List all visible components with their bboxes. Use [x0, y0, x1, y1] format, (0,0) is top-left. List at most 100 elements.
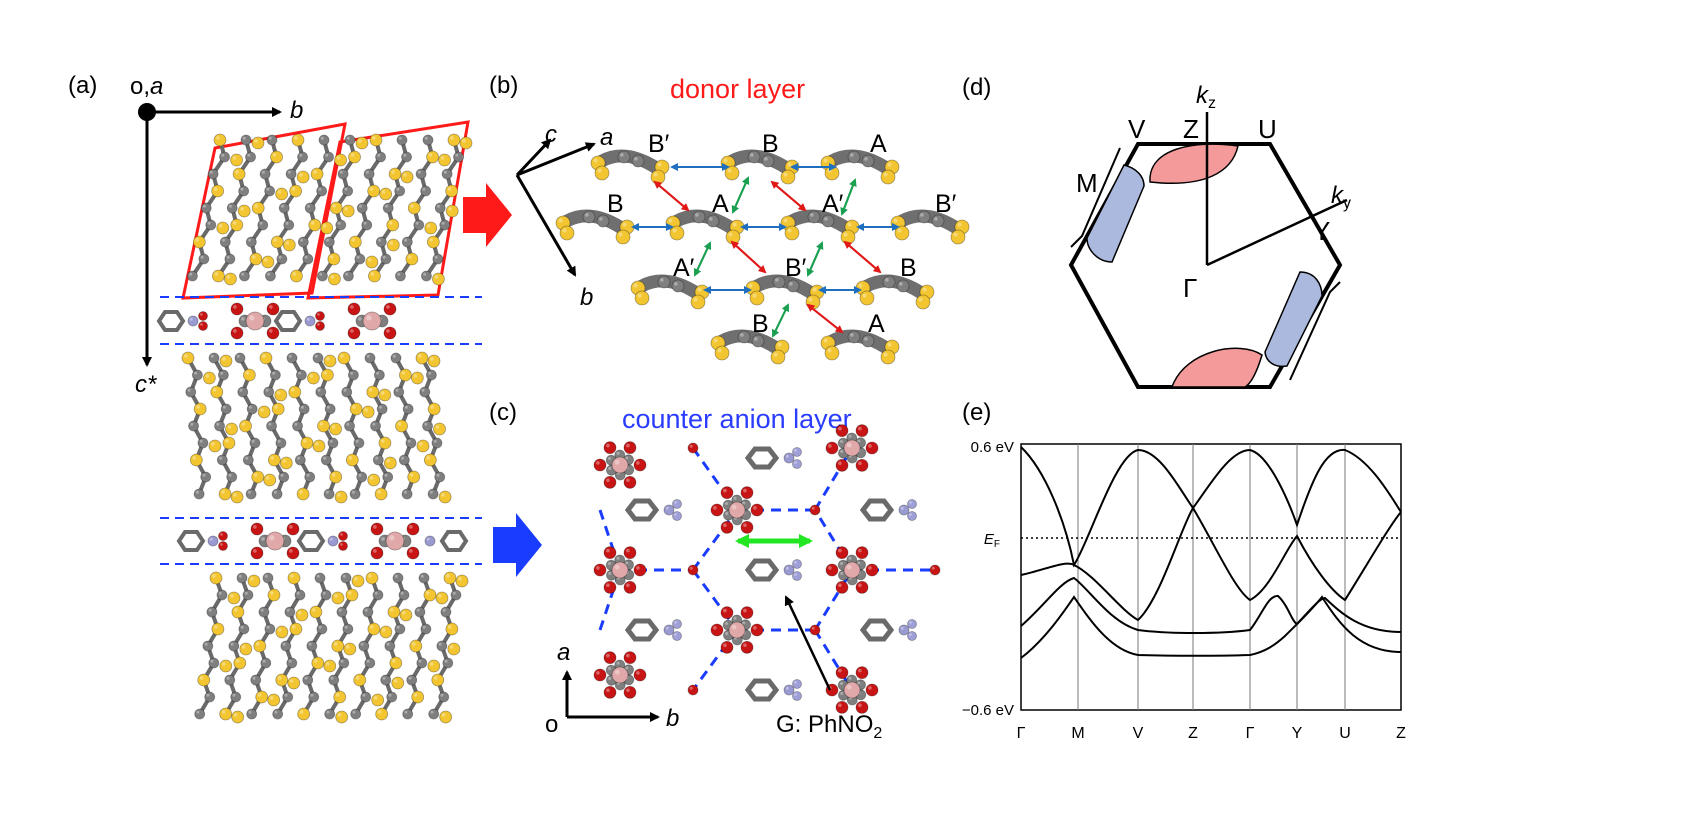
sulfur-atom-highlight — [218, 224, 223, 228]
sulfur-atom-highlight — [633, 283, 638, 288]
oxygen-atom — [907, 499, 917, 509]
sulfur-atom-highlight — [184, 354, 188, 358]
oxygen-atom-highlight — [350, 305, 354, 309]
oxygen-atom — [865, 441, 879, 455]
carbon-atom-highlight — [278, 255, 282, 259]
carbon-atom-highlight — [740, 333, 744, 337]
carbon-atom-highlight — [261, 537, 265, 541]
carbon-atom-highlight — [850, 333, 854, 337]
sulfur-atom — [181, 351, 195, 365]
sulfur-atom — [438, 490, 452, 504]
oxygen-atom — [825, 563, 839, 577]
carbon-atom — [393, 386, 405, 398]
oxygen-atom-highlight — [253, 525, 257, 529]
carbon-atom — [706, 214, 720, 228]
carbon-atom-highlight — [850, 153, 854, 157]
carbon-atom-highlight — [345, 272, 349, 276]
sulfur-atom-highlight — [331, 425, 336, 429]
axis-b-label: b — [580, 284, 593, 311]
sulfur-atom — [424, 221, 438, 235]
sulfur-atom-highlight — [233, 713, 238, 717]
sulfur-atom-highlight — [449, 645, 454, 649]
sulfur-atom-highlight — [391, 170, 395, 174]
nitrogen-atom — [783, 684, 795, 696]
carbon-atom-highlight — [241, 272, 245, 276]
anion-layer-title: counter anion layer — [622, 404, 852, 434]
sulfur-atom — [409, 639, 423, 653]
sulfur-atom-highlight — [418, 354, 422, 358]
sulfur-atom — [400, 170, 414, 184]
sulfur-atom-highlight — [377, 490, 381, 494]
donor-molecule-body — [860, 274, 930, 301]
oxygen-atom-highlight — [289, 525, 293, 529]
bz-face-edge — [1289, 281, 1341, 381]
sulfur-atom-highlight — [277, 628, 282, 632]
sulfur-atom — [594, 165, 610, 181]
carbon-atom-highlight — [397, 272, 401, 276]
carbon-atom — [882, 275, 896, 289]
carbon-atom — [314, 572, 326, 584]
carbon-atom — [453, 151, 464, 163]
carbon-atom — [202, 640, 214, 652]
sulfur-atom-highlight — [221, 662, 226, 666]
sulfur-atom — [399, 608, 413, 622]
sulfur-atom — [231, 710, 245, 724]
sulfur-atom — [824, 165, 840, 181]
sulfur-atom — [374, 487, 388, 501]
sulfur-atom — [282, 238, 296, 252]
sulfur-atom-highlight — [773, 352, 778, 357]
sulfur-atom — [275, 187, 289, 201]
sulfur-atom — [331, 639, 345, 653]
carbon-atom — [386, 691, 398, 703]
carbon-atom — [375, 236, 387, 248]
sulfur-atom-highlight — [212, 388, 217, 392]
carbon-atom-highlight — [280, 473, 284, 477]
carbon-atom-highlight — [789, 282, 793, 286]
carbon-atom — [395, 270, 406, 282]
carbon-atom — [821, 214, 835, 228]
sulfur-atom — [323, 354, 337, 368]
sulfur-atom-highlight — [441, 493, 445, 497]
sulfur-atom-highlight — [369, 625, 374, 629]
sulfur-atom-highlight — [393, 679, 398, 683]
carbon-atom — [219, 236, 231, 248]
carbon-atom-highlight — [236, 354, 240, 358]
carbon-atom-highlight — [634, 157, 638, 161]
bz-point-U: U — [1258, 114, 1277, 144]
carbon-atom-highlight — [325, 490, 329, 494]
sulfur-atom — [219, 354, 233, 368]
carbon-atom — [786, 279, 800, 293]
oxygen-atom-highlight — [909, 621, 912, 624]
molecule-label: B — [762, 130, 779, 158]
oxygen-atom-highlight — [858, 583, 862, 588]
oxygen-atom-highlight — [909, 633, 912, 636]
sulfur-atom-highlight — [232, 221, 237, 225]
carbon-atom — [671, 279, 685, 293]
carbon-atom-highlight — [455, 153, 459, 157]
molecule-label: A — [868, 310, 885, 338]
sulfur-atom — [455, 574, 469, 588]
sulfur-atom — [341, 204, 355, 218]
carbon-atom — [364, 352, 376, 364]
sulfur-atom — [416, 439, 430, 453]
sulfur-atom-highlight — [812, 287, 817, 292]
sulfur-atom-highlight — [447, 187, 452, 191]
carbon-atom — [312, 352, 324, 364]
carbon-atom-highlight — [202, 204, 206, 208]
oxygen-atom — [672, 619, 682, 629]
sulfur-atom-highlight — [313, 659, 318, 663]
benzene-ring — [176, 530, 206, 552]
carbon-atom — [380, 253, 392, 265]
sulfur-atom-highlight — [783, 172, 788, 177]
bz-point-Z: Z — [1183, 114, 1199, 144]
sulfur-atom — [343, 642, 357, 656]
nitrogen-atom — [327, 535, 339, 547]
oxygen-atom-highlight — [200, 323, 203, 326]
oxygen-atom — [603, 651, 617, 665]
carbon-atom — [284, 606, 296, 618]
sulfur-atom-highlight — [333, 642, 338, 646]
carbon-atom — [372, 589, 384, 601]
oxygen-atom — [286, 546, 300, 560]
sulfur-atom-highlight — [562, 228, 567, 233]
carbon-atom-highlight — [396, 625, 400, 629]
